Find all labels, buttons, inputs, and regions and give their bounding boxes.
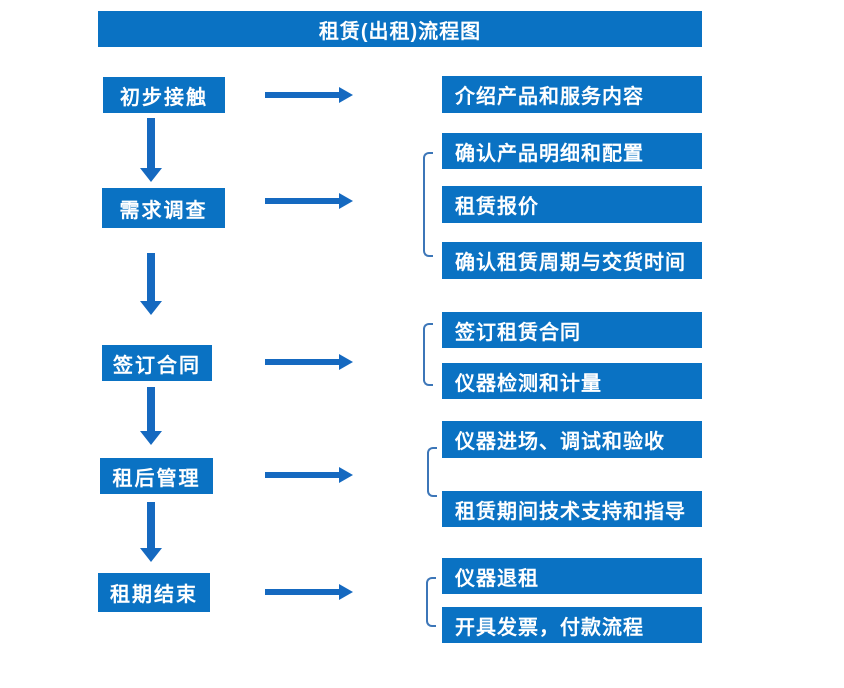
right-arrow-stage5: [265, 584, 353, 600]
arrow-head-icon: [140, 548, 162, 562]
stage-box-initial-contact: 初步接触: [103, 77, 225, 113]
arrow-shaft: [265, 198, 339, 204]
output-box-instrument-setup-acceptance: 仪器进场、调试和验收: [442, 421, 702, 458]
output-box-introduce-products: 介绍产品和服务内容: [442, 76, 702, 113]
arrow-shaft: [147, 253, 155, 301]
arrow-head-icon: [140, 168, 162, 182]
right-arrow-stage4: [265, 467, 353, 483]
arrow-head-icon: [339, 87, 353, 103]
arrow-head-icon: [339, 354, 353, 370]
arrow-head-icon: [339, 467, 353, 483]
right-arrow-stage2: [265, 193, 353, 209]
arrow-shaft: [265, 92, 339, 98]
arrow-shaft: [147, 387, 155, 431]
right-arrow-stage1: [265, 87, 353, 103]
down-arrow-stage3-stage4: [140, 387, 162, 445]
right-arrow-stage3: [265, 354, 353, 370]
output-box-sign-rental-contract: 签订租赁合同: [442, 312, 702, 348]
arrow-shaft: [265, 472, 339, 478]
stage-box-demand-survey: 需求调查: [102, 188, 225, 228]
output-box-instrument-testing: 仪器检测和计量: [442, 363, 702, 399]
arrow-head-icon: [140, 431, 162, 445]
bracket-stage5-outputs: [426, 577, 436, 627]
output-box-invoice-payment: 开具发票，付款流程: [442, 607, 702, 643]
arrow-head-icon: [339, 584, 353, 600]
stage-box-sign-contract: 签订合同: [102, 345, 212, 381]
output-box-rental-quotation: 租赁报价: [442, 186, 702, 223]
stage-box-lease-end: 租期结束: [98, 573, 210, 612]
arrow-head-icon: [339, 193, 353, 209]
flowchart-title: 租赁(出租)流程图: [98, 11, 702, 47]
arrow-head-icon: [140, 301, 162, 315]
down-arrow-stage4-stage5: [140, 502, 162, 562]
arrow-shaft: [147, 118, 155, 168]
bracket-stage2-outputs: [423, 152, 433, 257]
bracket-stage3-outputs: [423, 323, 433, 386]
output-box-instrument-return: 仪器退租: [442, 558, 702, 594]
output-box-confirm-rental-period: 确认租赁周期与交货时间: [442, 242, 702, 279]
stage-box-post-rental-management: 租后管理: [100, 458, 213, 494]
down-arrow-stage2-stage3: [140, 253, 162, 315]
output-box-confirm-product-details: 确认产品明细和配置: [442, 133, 702, 169]
arrow-shaft: [147, 502, 155, 548]
arrow-shaft: [265, 589, 339, 595]
output-box-technical-support: 租赁期间技术支持和指导: [442, 491, 702, 527]
down-arrow-stage1-stage2: [140, 118, 162, 182]
bracket-stage4-outputs: [427, 447, 437, 497]
arrow-shaft: [265, 359, 339, 365]
